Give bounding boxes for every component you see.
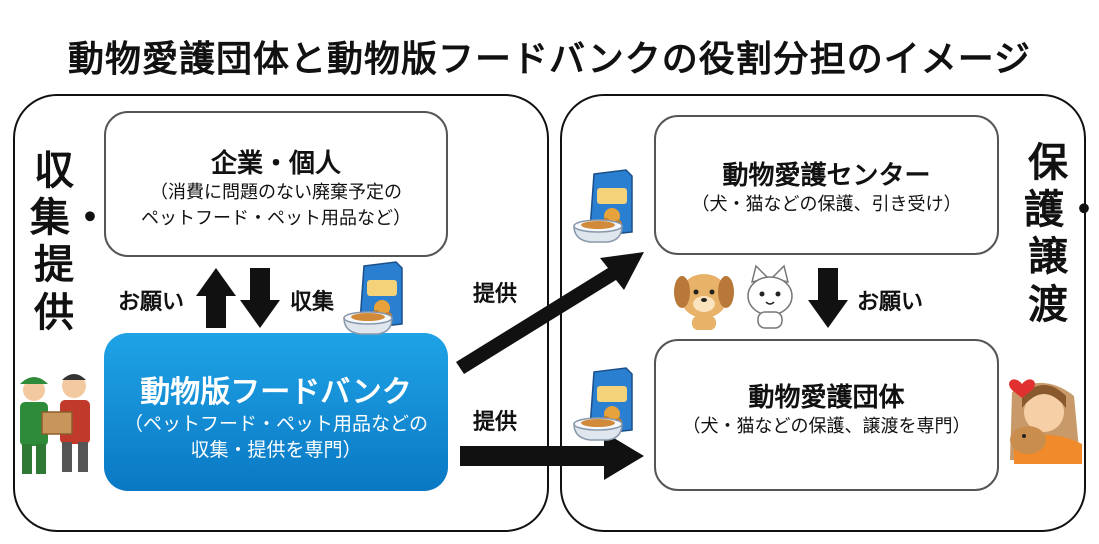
companies-desc-1: （消費に問題のない廃棄予定の xyxy=(150,182,402,203)
companies-title: 企業・個人 xyxy=(210,149,341,179)
provide-label-1: 提供 xyxy=(473,282,518,307)
foodbank-desc-1: （ペットフード・ペット用品などの xyxy=(123,413,428,435)
orgs-desc: （犬・猫などの保護、譲渡を専門） xyxy=(682,416,971,437)
foodbank-desc-2: 収集・提供を専門） xyxy=(190,439,362,461)
heart-icon xyxy=(1009,379,1035,398)
pet-food-bag-icon xyxy=(573,367,633,441)
collect-down-arrow xyxy=(240,268,280,328)
pet-food-bag-icon xyxy=(343,261,403,335)
request-down-arrow-right xyxy=(808,268,848,328)
provide-horizontal-arrow xyxy=(460,432,644,480)
center-title: 動物愛護センター xyxy=(722,161,931,191)
person-hugging-dog-icon xyxy=(1010,382,1082,464)
pet-food-bag-icon xyxy=(573,169,633,243)
diagram-title: 動物愛護団体と動物版フードバンクの役割分担のイメージ xyxy=(67,39,1032,80)
companies-desc-2: ペットフード・ペット用品など） xyxy=(141,208,411,229)
request-up-arrow xyxy=(196,268,236,328)
provide-diagonal-arrow xyxy=(456,252,644,374)
request-label-right: お願い xyxy=(857,290,924,315)
request-label-left: お願い xyxy=(118,290,185,315)
dog-icon xyxy=(674,274,734,330)
animal-protection-center-box: 動物愛護センター （犬・猫などの保護、引き受け） xyxy=(654,115,999,255)
cat-icon xyxy=(747,264,793,329)
volunteers-icon xyxy=(20,374,90,474)
foodbank-title: 動物版フードバンク xyxy=(140,375,412,410)
animal-welfare-orgs-box: 動物愛護団体 （犬・猫などの保護、譲渡を専門） xyxy=(654,339,999,491)
center-desc: （犬・猫などの保護、引き受け） xyxy=(691,194,962,215)
provide-label-2: 提供 xyxy=(473,410,518,435)
orgs-title: 動物愛護団体 xyxy=(748,383,905,413)
companies-individuals-box: 企業・個人 （消費に問題のない廃棄予定の ペットフード・ペット用品など） xyxy=(104,111,448,257)
collect-label: 収集 xyxy=(290,290,335,315)
animal-food-bank-box: 動物版フードバンク （ペットフード・ペット用品などの 収集・提供を専門） xyxy=(104,333,448,491)
